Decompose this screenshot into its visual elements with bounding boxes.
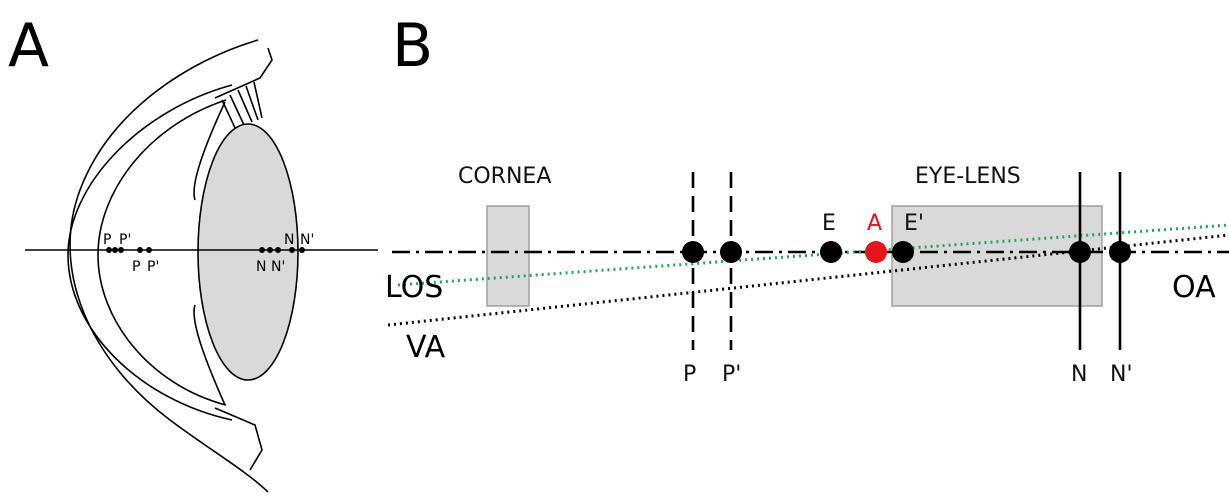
point-e	[820, 241, 842, 263]
panel-b-letter: B	[392, 11, 433, 81]
panel-a-points	[106, 247, 305, 253]
point-dot	[146, 247, 152, 253]
point-n-prime	[1109, 241, 1131, 263]
point-dot	[289, 247, 295, 253]
point-dot	[137, 247, 143, 253]
label-n-prime: N'	[1110, 362, 1133, 387]
label-n-prime-top: N'	[300, 232, 314, 248]
ciliary-lower	[214, 407, 263, 471]
label-e: E	[822, 211, 836, 236]
label-p-prime-bottom: P'	[147, 259, 159, 275]
point-dot	[299, 247, 305, 253]
ciliary-upper	[214, 47, 273, 99]
label-e-prime: E'	[904, 211, 924, 236]
label-p-prime-top: P'	[119, 232, 131, 248]
label-n: N	[1071, 362, 1087, 387]
panel-a-letter: A	[8, 11, 49, 81]
point-p-prime	[720, 241, 742, 263]
label-p-prime: P'	[722, 362, 741, 387]
line-of-sight	[397, 223, 1229, 287]
point-dot	[112, 247, 118, 253]
cornea-block	[486, 205, 530, 307]
label-los: LOS	[385, 270, 443, 305]
label-p-top: P	[103, 232, 111, 248]
point-dot	[106, 247, 112, 253]
point-a	[865, 241, 887, 263]
label-a: A	[867, 211, 882, 236]
crystalline-lens	[197, 123, 299, 381]
label-n-top: N	[284, 232, 294, 248]
outer-eye-contour	[69, 39, 269, 493]
point-dot	[267, 247, 273, 253]
label-oa: OA	[1172, 270, 1216, 305]
label-n-bottom: N	[256, 259, 266, 275]
label-n-prime-bottom: N'	[271, 259, 285, 275]
cornea-inner	[97, 99, 227, 406]
point-dot	[259, 247, 265, 253]
iris-lower	[193, 304, 226, 406]
point-n	[1069, 241, 1091, 263]
cornea-outer	[67, 84, 233, 421]
iris-upper	[193, 101, 226, 201]
eye-lens-label: EYE-LENS	[915, 164, 1021, 189]
label-p: P	[683, 362, 696, 387]
cornea-label: CORNEA	[458, 164, 551, 189]
eye-lens-block	[891, 205, 1103, 307]
point-p	[682, 241, 704, 263]
point-e-prime	[892, 241, 914, 263]
eye-anatomy-drawing	[67, 39, 273, 493]
label-va: VA	[406, 330, 446, 365]
point-dot	[275, 247, 281, 253]
label-p-bottom: P	[132, 259, 140, 275]
point-dot	[118, 247, 124, 253]
